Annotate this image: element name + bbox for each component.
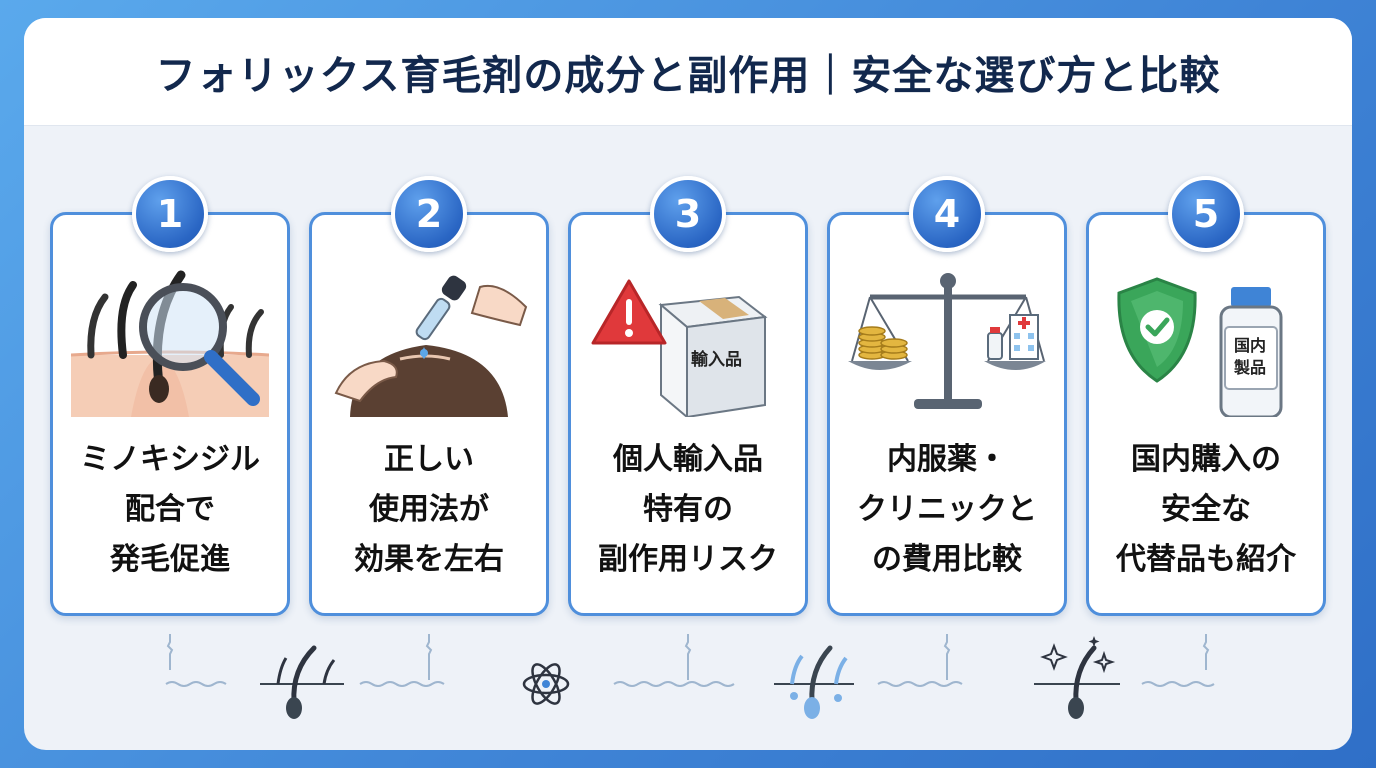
card-5-line-3: 代替品も紹介 [1116,542,1296,577]
sparkle-hair-icon [1034,636,1120,719]
warning-package-icon [591,279,768,417]
hair-magnifier-icon [71,270,269,417]
card-3-line-3: 副作用リスク [598,542,778,577]
card-5-text: 国内購入の 安全な 代替品も紹介 [1093,435,1319,585]
bottom-decoration [165,634,1215,719]
bottle-label-line-2: 製品 [1233,358,1266,377]
card-2-line-2: 使用法が [369,492,489,527]
card-3-line-2: 特有の [643,492,733,527]
card-5: 国内 製品 国内購入の 安全な 代替品も紹介 [1086,212,1326,616]
card-3: 輸入品 個人輸入品 特有の 副作用リスク [568,212,808,616]
import-box-label: 輸入品 [691,350,742,370]
atom-icon [522,663,570,705]
card-5-line-2: 安全な [1161,492,1251,527]
card-1-line-2: 配合で [125,492,215,527]
infographic-panel: フォリックス育毛剤の成分と副作用｜安全な選び方と比較 ミノキシジル 配合で 発毛… [24,18,1352,750]
step-badge-2: 2 [391,176,467,252]
page-title: フォリックス育毛剤の成分と副作用｜安全な選び方と比較 [155,52,1221,99]
step-badge-5: 5 [1168,176,1244,252]
balance-scale-icon [848,273,1046,409]
card-5-line-1: 国内購入の [1131,442,1281,477]
card-4-line-2: クリニックと [857,492,1037,527]
card-1-line-1: ミノキシジル [80,442,260,477]
dropper-scalp-icon [334,275,528,417]
card-2: 正しい 使用法が 効果を左右 [309,212,549,616]
card-2-line-3: 効果を左右 [354,542,504,577]
card-4: 内服薬・ クリニックと の費用比較 [827,212,1067,616]
step-badge-1: 1 [132,176,208,252]
card-1-text: ミノキシジル 配合で 発毛促進 [57,435,283,585]
shield-bottle-icon [1117,277,1283,417]
hair-follicle-icon [774,645,854,719]
step-badge-4: 4 [909,176,985,252]
bottle-label-line-1: 国内 [1233,336,1266,355]
card-3-text: 個人輸入品 特有の 副作用リスク [575,435,801,585]
card-1-line-3: 発毛促進 [110,542,230,577]
card-2-line-1: 正しい [384,442,474,477]
header: フォリックス育毛剤の成分と副作用｜安全な選び方と比較 [24,18,1352,126]
card-4-text: 内服薬・ クリニックと の費用比較 [834,435,1060,585]
card-4-line-3: の費用比較 [872,542,1022,577]
card-4-line-1: 内服薬・ [887,442,1007,477]
step-badge-3: 3 [650,176,726,252]
hair-follicle-icon [260,645,344,719]
bottle-label: 国内 製品 [1228,335,1272,379]
card-2-text: 正しい 使用法が 効果を左右 [316,435,542,585]
card-3-line-1: 個人輸入品 [613,442,763,477]
card-1: ミノキシジル 配合で 発毛促進 [50,212,290,616]
